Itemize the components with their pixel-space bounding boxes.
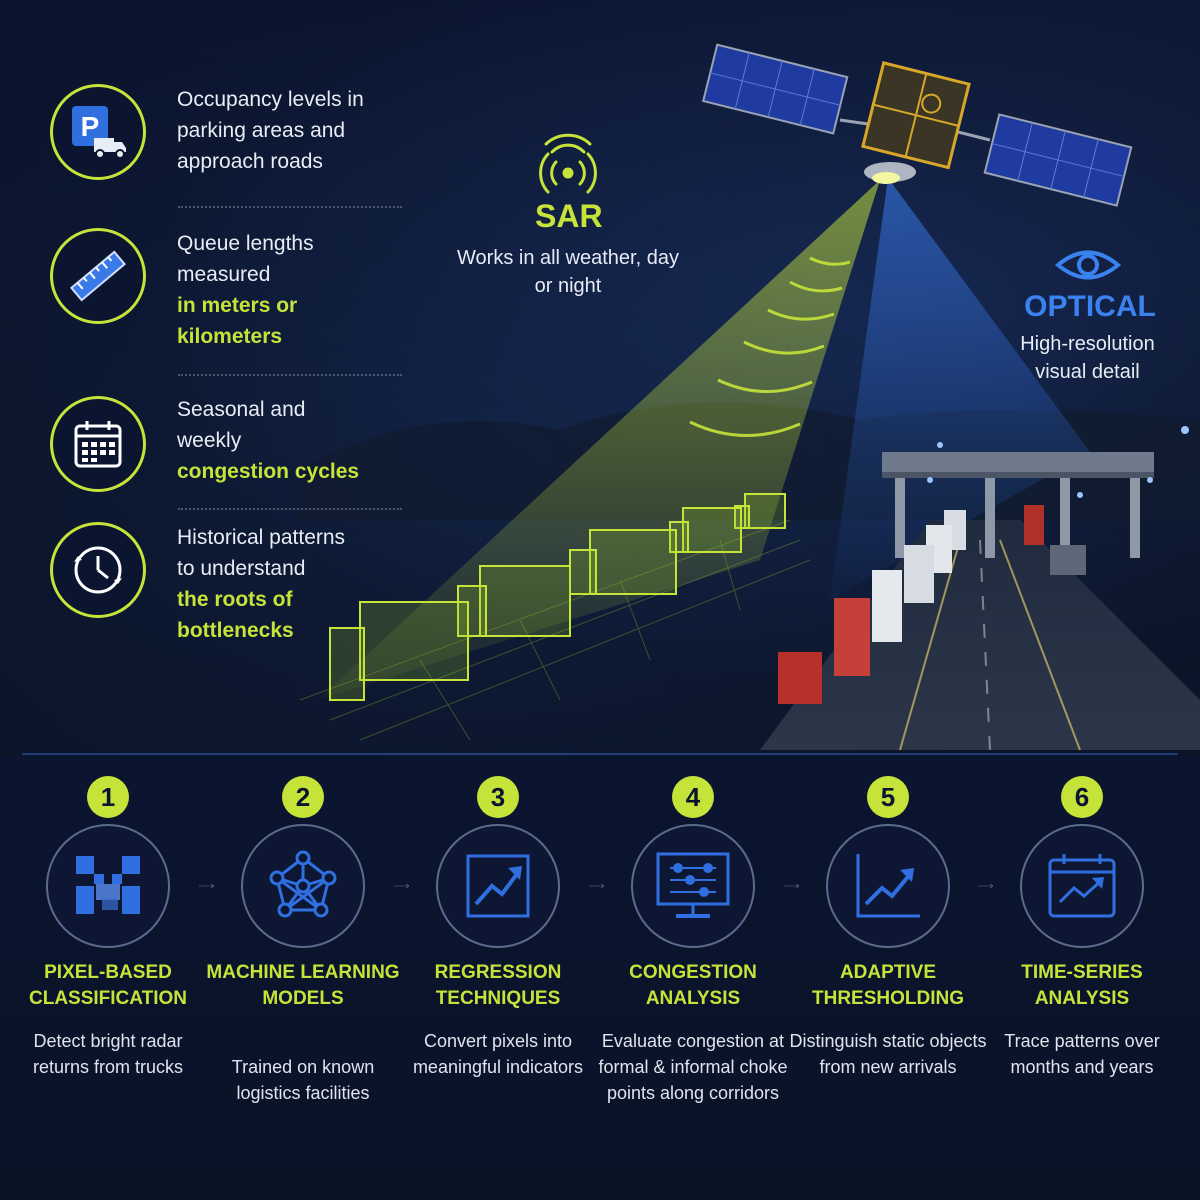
step-description: Convert pixels into meaningful indicator… [412, 1031, 584, 1077]
step-title: MACHINE LEARNING MODELS [206, 962, 400, 1009]
feature-divider [178, 374, 402, 376]
sar-wireframe-trucks [329, 493, 786, 701]
sar-title: SAR [535, 198, 603, 234]
step-description: Trained on known logistics facilities [231, 1057, 375, 1103]
feature-divider [178, 206, 402, 208]
optical-subtitle: High-resolution visual detail [1020, 333, 1155, 383]
trend-chart-icon [436, 824, 560, 948]
feature-line: Historical patterns [177, 526, 346, 549]
step-arrow-icon [394, 884, 410, 888]
step-title: REGRESSION TECHNIQUES [434, 962, 562, 1009]
sar-beam [318, 180, 880, 700]
sar-signal-icon [539, 133, 597, 194]
clock-icon [50, 522, 146, 618]
optical-title: OPTICAL [1024, 290, 1156, 323]
radar-waves [689, 256, 851, 437]
step-description: Evaluate congestion at formal & informal… [598, 1031, 788, 1103]
feature-line: to understand [177, 557, 306, 580]
parking-truck-icon: P [50, 84, 146, 180]
feature-highlight: congestion cycles [177, 460, 360, 483]
highway [760, 520, 1200, 750]
feature-line: Seasonal and [177, 398, 306, 421]
step-number: 4 [672, 776, 714, 818]
satellite-icon [702, 43, 1133, 207]
calendar-icon [50, 396, 146, 492]
feature-divider [178, 508, 402, 510]
step-description: Trace patterns over months and years [1004, 1031, 1160, 1077]
feature-line: Queue lengths [177, 232, 314, 255]
feature-line: measured [177, 263, 271, 286]
feature-line: weekly [177, 429, 242, 452]
step-title: ADAPTIVE THRESHOLDING [812, 962, 964, 1009]
step-arrow-icon [199, 884, 215, 888]
step-number: 1 [87, 776, 129, 818]
feature-seasonal-text: Seasonal and weekly congestion cycles [177, 394, 359, 487]
calendar-chart-icon [1020, 824, 1144, 948]
step-title: TIME-SERIES ANALYSIS [1021, 962, 1143, 1009]
neural-network-icon [241, 824, 365, 948]
feature-highlight: in meters or [177, 294, 298, 317]
toll-plaza [882, 452, 1154, 575]
ruler-icon [50, 228, 146, 324]
feature-occupancy-text: Occupancy levels in parking areas and ap… [177, 84, 364, 177]
step-number: 2 [282, 776, 324, 818]
feature-historical-text: Historical patterns to understand the ro… [177, 522, 345, 646]
section-divider [22, 753, 1178, 755]
step-number: 6 [1061, 776, 1103, 818]
step-description: Detect bright radar returns from trucks [32, 1031, 184, 1077]
step-title: PIXEL-BASED CLASSIFICATION [29, 962, 187, 1009]
monitor-analytics-icon [631, 824, 755, 948]
feature-highlight: bottlenecks [177, 619, 294, 642]
highway-trucks [778, 505, 1044, 704]
feature-highlight: kilometers [177, 325, 283, 348]
line-chart-icon [826, 824, 950, 948]
feature-queue-text: Queue lengths measured in meters or kilo… [177, 228, 314, 352]
optical-eye-icon [1054, 250, 1122, 280]
svg-text:P: P [81, 111, 100, 142]
feature-highlight: the roots of [177, 588, 293, 611]
step-arrow-icon [589, 884, 605, 888]
step-description: Distinguish static objects from new arri… [789, 1031, 987, 1077]
step-number: 3 [477, 776, 519, 818]
step-number: 5 [867, 776, 909, 818]
sar-subtitle: Works in all weather, day or night [457, 247, 679, 297]
feature-line: approach roads [177, 150, 323, 173]
steps-background [0, 756, 1200, 1200]
pixel-grid-icon [46, 824, 170, 948]
step-arrow-icon [978, 884, 994, 888]
feature-line: parking areas and [177, 119, 346, 142]
feature-line: Occupancy levels in [177, 88, 364, 111]
step-title: CONGESTION ANALYSIS [629, 962, 757, 1009]
step-arrow-icon [784, 884, 800, 888]
